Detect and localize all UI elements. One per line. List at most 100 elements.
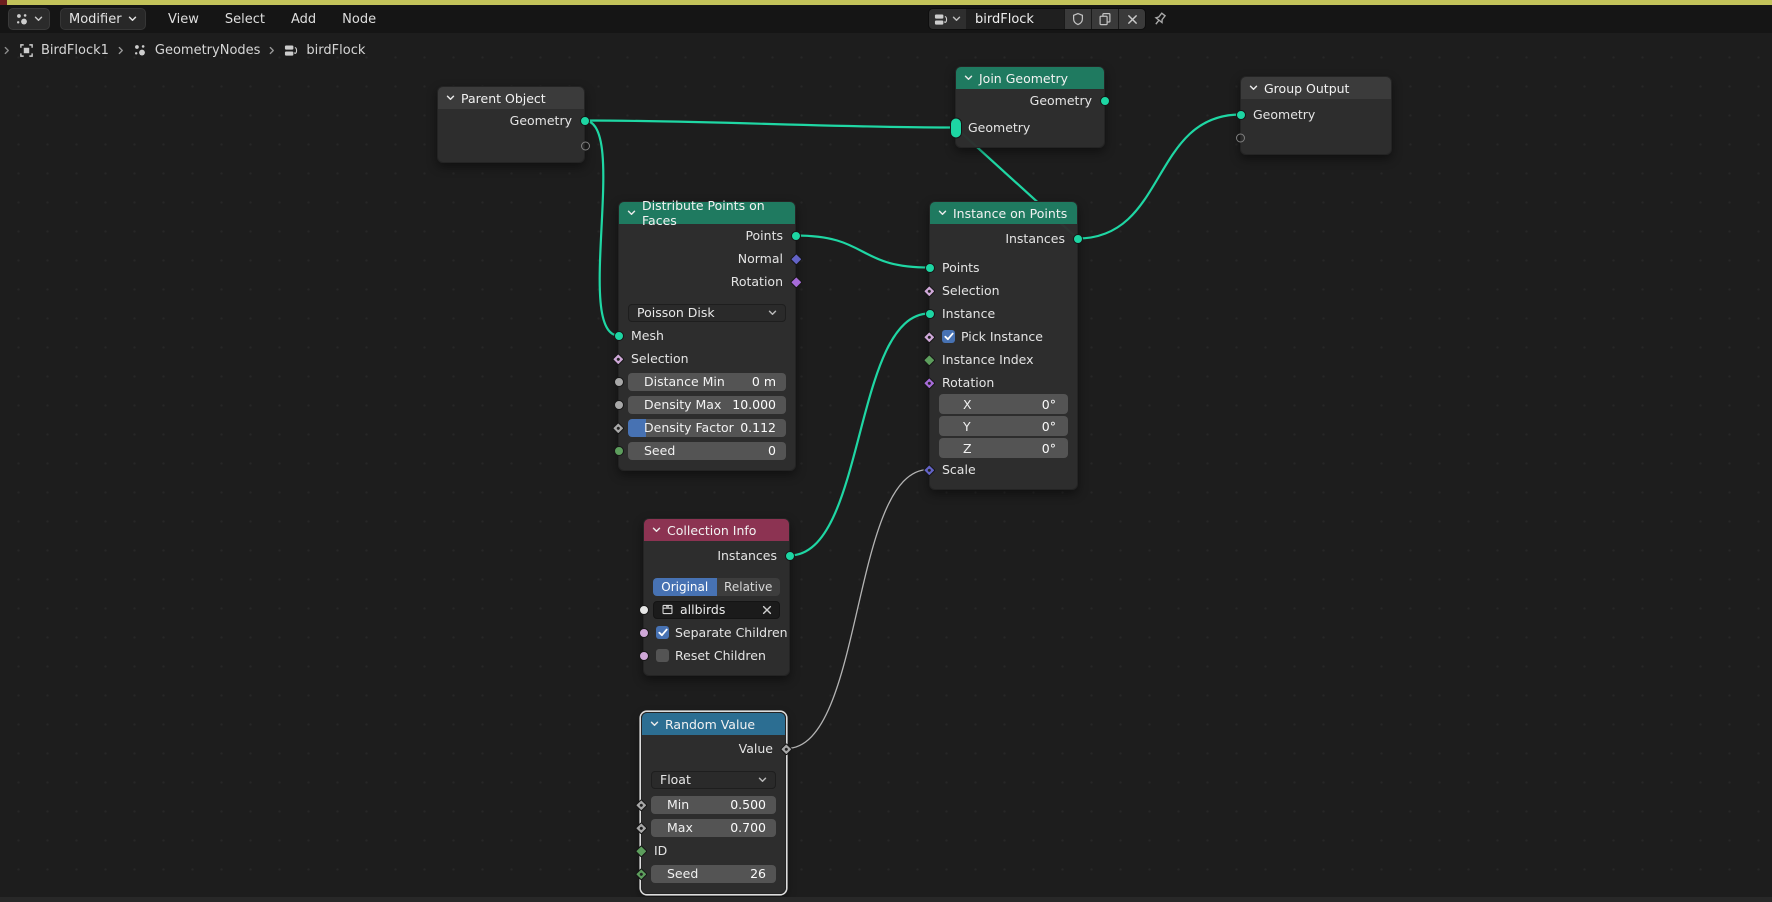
node-tree-selector: birdFlock bbox=[928, 8, 1146, 30]
geometry-out-socket[interactable] bbox=[1099, 95, 1110, 106]
output-row-geometry-out: Geometry bbox=[438, 109, 590, 132]
toggle-option-relative[interactable]: Relative bbox=[716, 577, 780, 596]
node-tree-icon bbox=[934, 12, 949, 27]
chevron-down-icon bbox=[34, 16, 43, 22]
shield-icon bbox=[1071, 12, 1085, 26]
instance-in-socket[interactable] bbox=[924, 308, 935, 319]
menu-node[interactable]: Node bbox=[342, 11, 377, 27]
collection-name: allbirds bbox=[680, 602, 726, 617]
chevron-down-icon[interactable] bbox=[938, 210, 947, 216]
unchecked-checkbox[interactable] bbox=[656, 649, 669, 662]
checked-checkbox[interactable] bbox=[942, 330, 955, 343]
menu-add[interactable]: Add bbox=[290, 11, 317, 27]
points-out-socket[interactable] bbox=[790, 230, 801, 241]
clear-x-icon[interactable] bbox=[762, 605, 772, 615]
extend-socket-row bbox=[1235, 130, 1391, 146]
chevron-down-icon[interactable] bbox=[652, 527, 661, 533]
mesh-in-socket[interactable] bbox=[613, 330, 624, 341]
field-label: X bbox=[963, 396, 972, 412]
menu-view[interactable]: View bbox=[168, 11, 199, 27]
reset-children-in-socket[interactable] bbox=[638, 650, 649, 661]
breadcrumb-label: birdFlock bbox=[306, 43, 366, 58]
editor-type-button[interactable] bbox=[8, 8, 50, 30]
density-max-in-socket[interactable] bbox=[613, 399, 624, 410]
mode-dropdown-label: Modifier bbox=[69, 11, 122, 27]
extend-socket[interactable] bbox=[580, 141, 590, 151]
chevron-down-icon[interactable] bbox=[650, 721, 659, 727]
input-row-instance-index-in: Instance Index bbox=[922, 348, 1077, 371]
toggle-option-original[interactable]: Original bbox=[653, 577, 717, 596]
node-header-distribute-points[interactable]: Distribute Points on Faces bbox=[619, 198, 795, 228]
node-header-collection-info[interactable]: Collection Info bbox=[644, 519, 789, 541]
input-row-rotation-in: Rotation bbox=[922, 371, 1077, 394]
pin-button[interactable] bbox=[1148, 9, 1170, 29]
wire bbox=[1077, 113, 1241, 240]
node-header-random-value[interactable]: Random Value bbox=[642, 713, 785, 735]
node-header-instance-on-points[interactable]: Instance on Points bbox=[930, 202, 1077, 224]
dropdown-float[interactable]: Float bbox=[651, 770, 776, 789]
dropdown-poisson-disk[interactable]: Poisson Disk bbox=[628, 303, 786, 322]
collection-field[interactable]: allbirds bbox=[653, 600, 780, 619]
chevron-down-icon[interactable] bbox=[446, 95, 455, 101]
node-header-parent-object[interactable]: Parent Object bbox=[438, 87, 584, 109]
browse-tree-button[interactable] bbox=[929, 9, 966, 29]
menu-select[interactable]: Select bbox=[224, 11, 265, 27]
mode-dropdown[interactable]: Modifier bbox=[60, 8, 146, 30]
separate-children-in-socket[interactable] bbox=[638, 627, 649, 638]
chevron-down-icon[interactable] bbox=[627, 210, 636, 216]
geometry-in-socket[interactable] bbox=[1235, 109, 1246, 120]
socket-label: Instance bbox=[942, 306, 996, 321]
field-value: 0.500 bbox=[730, 797, 766, 812]
instances-out-socket[interactable] bbox=[1072, 233, 1083, 244]
breadcrumb-item-birdflock1[interactable]: BirdFlock1 bbox=[19, 43, 109, 58]
nodes-icon bbox=[15, 12, 30, 27]
output-row-geometry-out: Geometry bbox=[956, 89, 1110, 112]
socket-label: Instance Index bbox=[942, 352, 1034, 367]
new-copy-button[interactable] bbox=[1091, 9, 1118, 29]
input-row-points-in: Points bbox=[924, 256, 1077, 279]
instances-out-socket[interactable] bbox=[784, 550, 795, 561]
socket-label: Pick Instance bbox=[961, 329, 1043, 344]
distance-min-in-socket[interactable] bbox=[613, 376, 624, 387]
extend-socket[interactable] bbox=[1235, 133, 1245, 143]
chevron-down-icon[interactable] bbox=[1249, 85, 1258, 91]
tree-name-field[interactable]: birdFlock bbox=[966, 9, 1064, 29]
geometry-out-socket[interactable] bbox=[579, 115, 590, 126]
node-editor-canvas[interactable]: BirdFlock1 GeometryNodes birdFlock Parent … bbox=[0, 33, 1772, 897]
geometry-in-socket[interactable] bbox=[949, 117, 962, 138]
unlink-button[interactable] bbox=[1118, 9, 1145, 29]
socket-label: Geometry bbox=[968, 120, 1031, 135]
seed-in-socket[interactable] bbox=[613, 445, 624, 456]
pin-icon bbox=[1151, 11, 1168, 28]
breadcrumb-item-birdflock[interactable]: birdFlock bbox=[284, 43, 365, 58]
points-in-socket[interactable] bbox=[924, 262, 935, 273]
node-header-group-output[interactable]: Group Output bbox=[1241, 77, 1391, 99]
breadcrumb-item-geometrynodes[interactable]: GeometryNodes bbox=[133, 43, 260, 58]
duplicate-icon bbox=[1098, 12, 1112, 26]
collection-in-socket[interactable] bbox=[638, 604, 649, 615]
fake-user-button[interactable] bbox=[1064, 9, 1091, 29]
chevron-down-icon[interactable] bbox=[964, 75, 973, 81]
node-header-join-geometry[interactable]: Join Geometry bbox=[956, 67, 1104, 89]
checked-checkbox[interactable] bbox=[656, 626, 669, 639]
node-title: Collection Info bbox=[667, 522, 757, 538]
dropdown-row: Float bbox=[642, 768, 785, 791]
